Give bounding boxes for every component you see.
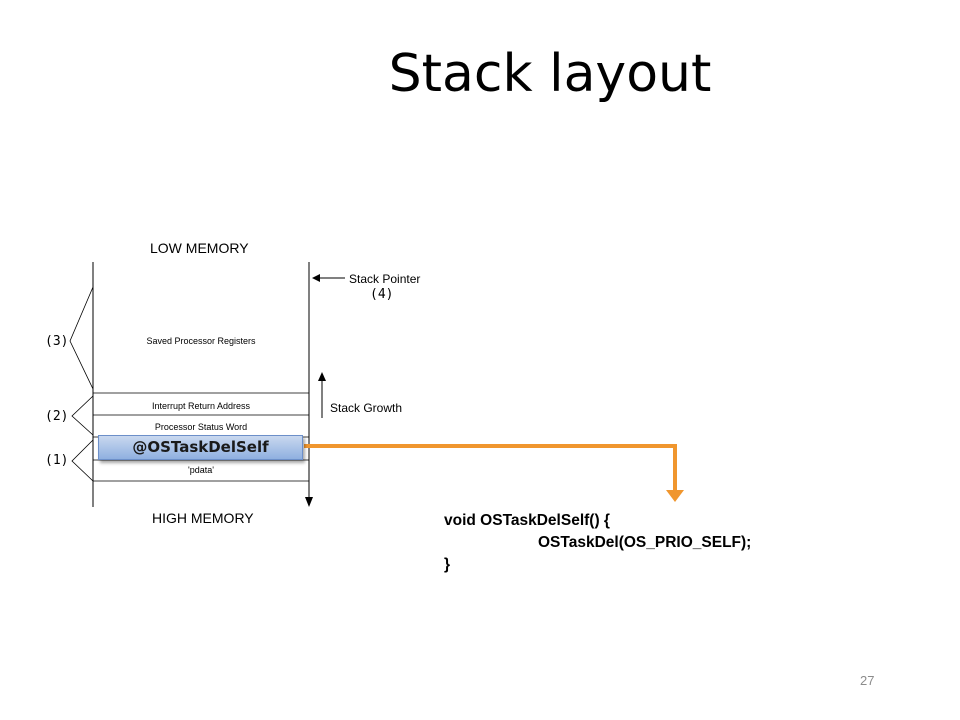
code-line-2: OSTaskDel(OS_PRIO_SELF);	[538, 534, 752, 551]
bracket-2-label: (2)	[45, 409, 69, 424]
slide-title: Stack layout	[388, 44, 712, 104]
highlighted-return-address: @OSTaskDelSelf	[98, 435, 303, 460]
bracket-2	[71, 395, 94, 436]
stack-growth-label: Stack Growth	[330, 401, 403, 415]
bracket-3	[69, 286, 94, 390]
stack-pointer-arrowhead	[312, 274, 320, 282]
row-saved-registers: Saved Processor Registers	[146, 336, 256, 346]
stack-pointer-ref: (4)	[370, 287, 394, 302]
low-memory-label: LOW MEMORY	[150, 240, 249, 256]
connector-arrowhead	[666, 490, 684, 502]
high-memory-label: HIGH MEMORY	[152, 510, 254, 526]
bracket-1	[71, 439, 94, 482]
page-number: 27	[860, 673, 875, 688]
row-status-word: Processor Status Word	[154, 422, 248, 432]
bracket-3-label: (3)	[45, 334, 69, 349]
bracket-1-label: (1)	[45, 453, 69, 468]
code-line-3: }	[444, 556, 451, 573]
connector-arrow-line	[304, 444, 677, 492]
row-pdata: 'pdata'	[188, 465, 214, 475]
right-wall-arrowhead	[305, 497, 313, 507]
stack-pointer-label: Stack Pointer	[349, 272, 421, 286]
stack-growth-arrowhead	[318, 372, 326, 381]
code-line-1: void OSTaskDelSelf() {	[444, 512, 610, 529]
row-interrupt-return: Interrupt Return Address	[151, 401, 251, 411]
